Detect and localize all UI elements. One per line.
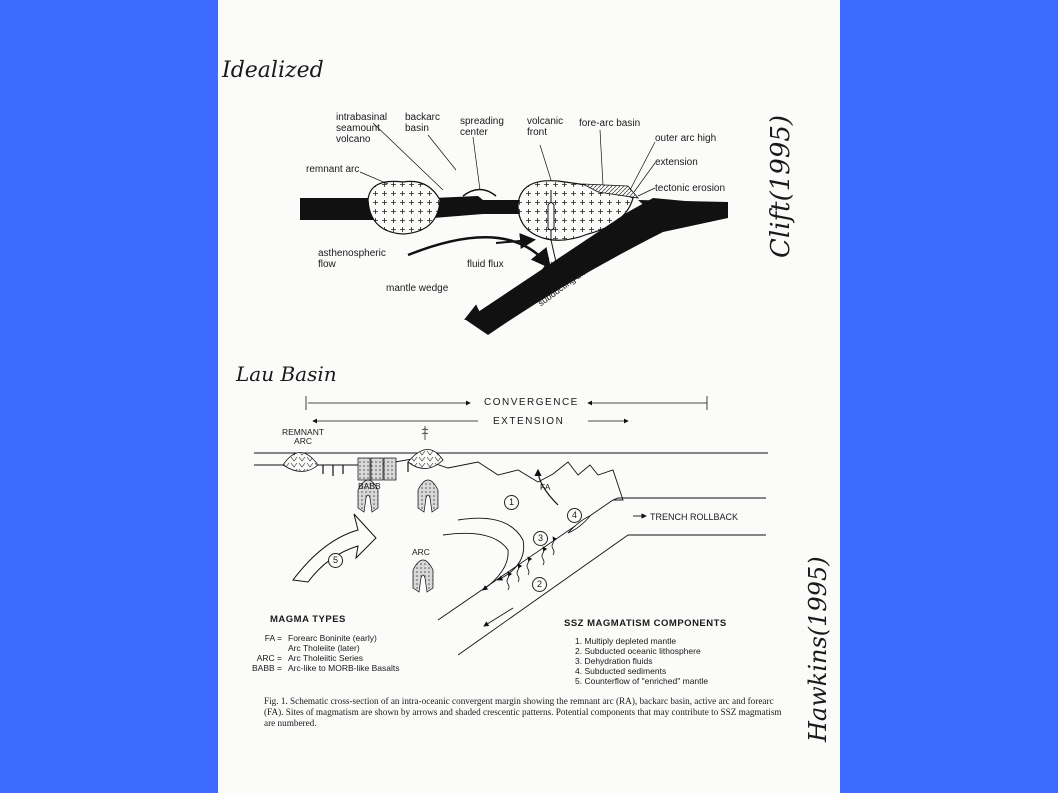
component-number-5: 5 <box>328 553 343 568</box>
arc-crescent-upper <box>417 479 439 513</box>
figure-caption: Fig. 1. Schematic cross-section of an in… <box>264 696 782 728</box>
forearc-basin <box>582 183 639 199</box>
label-convergence: CONVERGENCE <box>484 397 579 408</box>
label-trench-rollback: TRENCH ROLLBACK <box>650 512 739 522</box>
active-arc-mound <box>407 449 444 469</box>
label-fa: FA <box>540 482 551 492</box>
overriding-plate-left <box>300 198 378 220</box>
volcanic-arc-body <box>517 180 634 241</box>
label-outer-arc-high: outer arc high <box>655 133 717 144</box>
label-remnant-arc-bottom: REMNANT ARC <box>282 427 325 446</box>
ssz-item: 4. Subducted sediments <box>575 666 667 676</box>
slab-base <box>457 534 766 656</box>
component-number-3: 3 <box>533 531 548 546</box>
label-intrabasinal-seamount: intrabasinal seamount volcano <box>336 112 388 145</box>
label-spreading-center: spreading center <box>460 116 504 138</box>
magma-value: Arc Tholeiitic Series <box>288 653 363 663</box>
magma-key: FA = <box>264 633 282 643</box>
ssz-components-list: 1. Multiply depleted mantle 2. Subducted… <box>575 636 708 686</box>
asthenospheric-flow-arrow <box>407 235 552 269</box>
label-tectonic-erosion: tectonic erosion <box>655 183 726 194</box>
label-babb: BABB <box>358 481 381 491</box>
label-extension: extension <box>655 157 698 168</box>
counterflow-arrow <box>292 513 377 583</box>
subducting-slab <box>466 198 728 335</box>
arc-crescent-lower <box>412 559 434 593</box>
scanned-page: Idealized <box>218 0 840 793</box>
remnant-arc-mound <box>282 452 319 472</box>
lau-basin-title: Lau Basin <box>236 362 337 386</box>
label-asthenospheric-flow: asthenospheric flow <box>318 248 386 270</box>
magma-value: Arc-like to MORB-like Basalts <box>288 663 400 673</box>
ssz-item: 2. Subducted oceanic lithosphere <box>575 646 701 656</box>
label-mantle-wedge: mantle wedge <box>386 283 449 294</box>
remnant-arc-body <box>367 180 441 235</box>
side-note-hawkins: Hawkins(1995) <box>804 556 832 742</box>
side-note-clift: Clift(1995) <box>766 114 796 258</box>
ssz-item: 1. Multiply depleted mantle <box>575 636 677 646</box>
component-number-1: 1 <box>504 495 519 510</box>
label-extension-bottom: EXTENSION <box>493 416 565 427</box>
label-remnant-arc: remnant arc <box>306 164 360 175</box>
component-number-2: 2 <box>532 577 547 592</box>
backarc-plate <box>433 196 523 218</box>
label-volcanic-front: volcanic front <box>527 116 564 138</box>
diagram-graphics <box>254 122 768 656</box>
ssz-item: 3. Dehydration fluids <box>575 656 653 666</box>
magma-key: BABB = <box>251 663 282 673</box>
babb-crescent <box>357 479 379 513</box>
label-fluid-flux: fluid flux <box>467 259 504 270</box>
mantle-flow-return-arrow <box>464 257 550 321</box>
ssz-components-title: SSZ MAGMATISM COMPONENTS <box>564 618 727 629</box>
idealized-title: Idealized <box>222 58 324 83</box>
ssz-item: 5. Counterflow of "enriched" mantle <box>575 676 709 686</box>
seafloor <box>254 457 766 501</box>
component-number-4: 4 <box>567 508 582 523</box>
spreading-center <box>462 188 497 197</box>
magma-value: Arc Tholeiite (later) <box>288 643 360 653</box>
label-forearc-basin: fore-arc basin <box>579 118 641 129</box>
label-backarc-basin: backarc basin <box>405 112 441 134</box>
label-arc: ARC <box>412 547 430 557</box>
magma-types-list: FA = Forearc Boninite (early) Arc Tholeii… <box>248 633 399 673</box>
magma-value: Forearc Boninite (early) <box>288 633 377 643</box>
magma-types-title: MAGMA TYPES <box>270 614 346 625</box>
magma-key: ARC = <box>256 653 282 663</box>
